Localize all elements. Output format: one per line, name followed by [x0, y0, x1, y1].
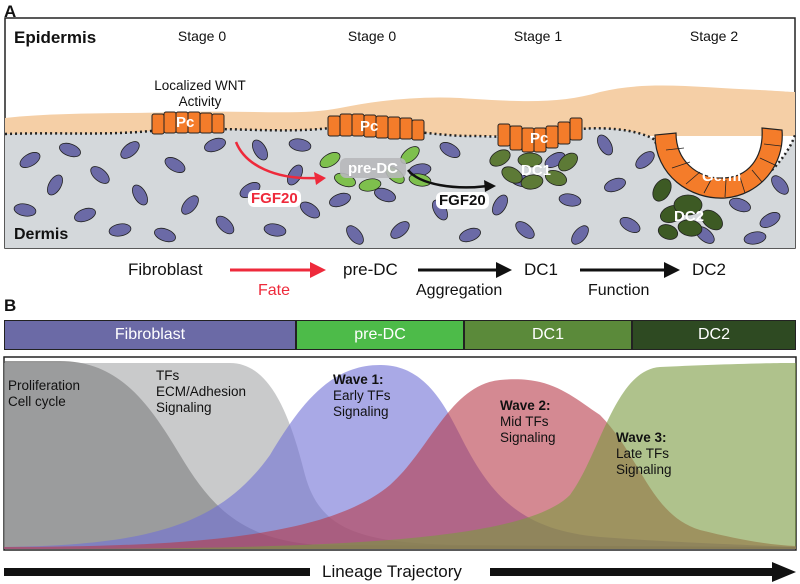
- wnt-label-line1: Localized WNT: [154, 78, 246, 93]
- tfs-line2: ECM/Adhesion: [156, 384, 247, 399]
- dc1-label: DC1: [521, 162, 552, 179]
- expression-waves: [3, 356, 797, 551]
- aggregation-label: Aggregation: [416, 282, 503, 299]
- tfs-line3: Signaling: [156, 400, 212, 415]
- wave-1: [4, 365, 796, 549]
- predc-label: pre-DC: [348, 160, 399, 177]
- bar-dc1: DC1: [464, 320, 632, 350]
- wave2-line1: Mid TFs: [500, 414, 549, 429]
- prolif-line2: Cell cycle: [8, 394, 66, 409]
- panel-b-letter: B: [4, 296, 17, 315]
- stage-label-4: Stage 2: [689, 28, 739, 44]
- epidermis-label: Epidermis: [14, 28, 97, 47]
- dermis-label: Dermis: [14, 226, 69, 243]
- flow-fibroblast: Fibroblast: [128, 260, 203, 279]
- skin-diagram: [4, 17, 797, 249]
- tfs-line1: TFs: [156, 368, 180, 383]
- prolif-line1: Proliferation: [8, 378, 81, 393]
- flow-dc2: DC2: [692, 260, 727, 279]
- wave3-line1: Late TFs: [616, 446, 670, 461]
- wave2-line2: Signaling: [500, 430, 556, 445]
- wave1-line1: Early TFs: [333, 388, 391, 403]
- bar-fibroblast: Fibroblast: [4, 320, 296, 350]
- wave-tfs-ecm: [4, 363, 796, 549]
- pc-label-2: Pc: [360, 118, 379, 135]
- fate-label: Fate: [258, 282, 291, 299]
- fgf20-red-arrow: [234, 141, 319, 180]
- placode-2: [327, 113, 425, 141]
- flow-arrows: [230, 262, 680, 278]
- dc2-cells: [652, 178, 723, 240]
- fibroblast-cells: [13, 134, 789, 245]
- placode-3: [497, 117, 583, 153]
- bar-predc: pre-DC: [296, 320, 464, 350]
- pc-label-3: Pc: [530, 130, 549, 147]
- panel-a-letter: A: [4, 2, 17, 21]
- predc-label-bg: [340, 158, 406, 178]
- placode-1: [151, 111, 225, 135]
- wave-3: [4, 363, 796, 549]
- wave2-title: Wave 2:: [500, 398, 551, 413]
- fgf20-black-label: FGF20: [436, 192, 489, 209]
- stage-label-2: Stage 0: [347, 28, 397, 44]
- stage-label-1: Stage 0: [177, 28, 227, 44]
- pc-label-1: Pc: [176, 114, 195, 131]
- dermis-layer: [5, 127, 795, 248]
- germ-label: Germ: [702, 168, 742, 185]
- dc2-label: DC2: [674, 208, 705, 225]
- wave1-line2: Signaling: [333, 404, 389, 419]
- bar-dc2: DC2: [632, 320, 796, 350]
- fgf20-red-label: FGF20: [248, 190, 301, 207]
- lineage-arrow: [4, 562, 796, 582]
- wnt-label-line2: Activity: [178, 94, 222, 109]
- germ-cell-borders: [665, 143, 782, 198]
- wave3-line2: Signaling: [616, 462, 672, 477]
- dc1-cells: [489, 149, 578, 190]
- function-label: Function: [588, 282, 650, 299]
- wave3-title: Wave 3:: [616, 430, 667, 445]
- wave1-title: Wave 1:: [333, 372, 384, 387]
- flow-predc: pre-DC: [343, 260, 398, 279]
- fgf20-black-arrow: [407, 169, 489, 189]
- lineage-trajectory-label: Lineage Trajectory: [322, 562, 462, 581]
- hair-germ: [654, 127, 783, 199]
- flow-dc1: DC1: [524, 260, 559, 279]
- stage-label-3: Stage 1: [513, 28, 563, 44]
